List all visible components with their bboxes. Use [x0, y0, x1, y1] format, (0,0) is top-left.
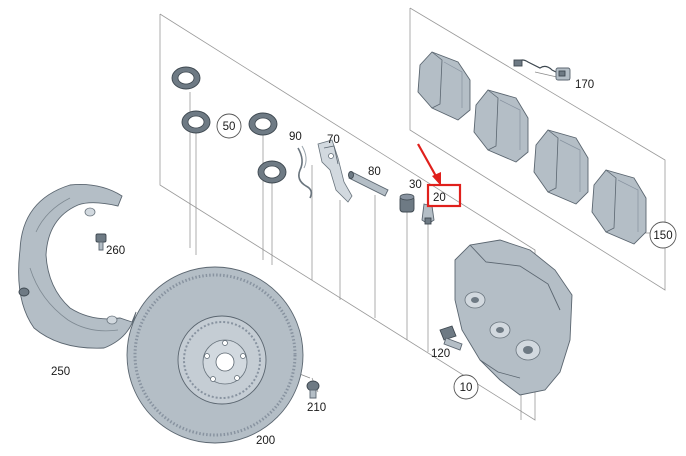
label-250: 250	[51, 366, 70, 378]
disc-screw	[306, 380, 320, 399]
svg-text:150: 150	[653, 230, 672, 242]
label-30: 30	[409, 179, 422, 191]
shield-bolt	[95, 233, 107, 251]
retaining-clip	[317, 139, 353, 203]
brake-pad-3	[533, 129, 589, 205]
brake-pad-4	[591, 169, 647, 245]
brake-disc	[126, 266, 304, 444]
label-200: 200	[256, 435, 275, 447]
guide-pin	[348, 171, 389, 197]
svg-text:10: 10	[460, 382, 473, 394]
callout-150: 150	[649, 221, 677, 249]
label-120: 120	[431, 348, 450, 360]
label-210: 210	[307, 402, 326, 414]
highlight-annotation: 20	[417, 143, 462, 208]
seal-ring-mid-right	[248, 112, 278, 136]
label-90: 90	[289, 131, 302, 143]
bushing	[399, 193, 415, 213]
dust-shield	[18, 184, 137, 349]
highlight-box	[426, 183, 462, 208]
spring-clip	[297, 145, 313, 199]
label-80: 80	[368, 166, 381, 178]
label-70: 70	[327, 134, 340, 146]
pad-frame	[409, 7, 666, 291]
brake-pad-1	[417, 51, 471, 121]
label-20: 20	[433, 192, 446, 204]
brake-caliper	[454, 239, 573, 396]
brake-pad-2	[473, 89, 529, 163]
wear-sensor	[513, 59, 571, 81]
svg-text:50: 50	[223, 121, 236, 133]
seal-ring-mid-left	[181, 110, 211, 134]
callout-50: 50	[216, 113, 242, 139]
seal-ring-top-left	[171, 66, 201, 90]
seal-frame	[159, 13, 536, 421]
label-170: 170	[575, 79, 594, 91]
caliper-bolt	[439, 325, 463, 351]
seal-ring-bottom-right	[257, 160, 287, 184]
label-260: 260	[106, 245, 125, 257]
callout-10: 10	[453, 374, 479, 400]
